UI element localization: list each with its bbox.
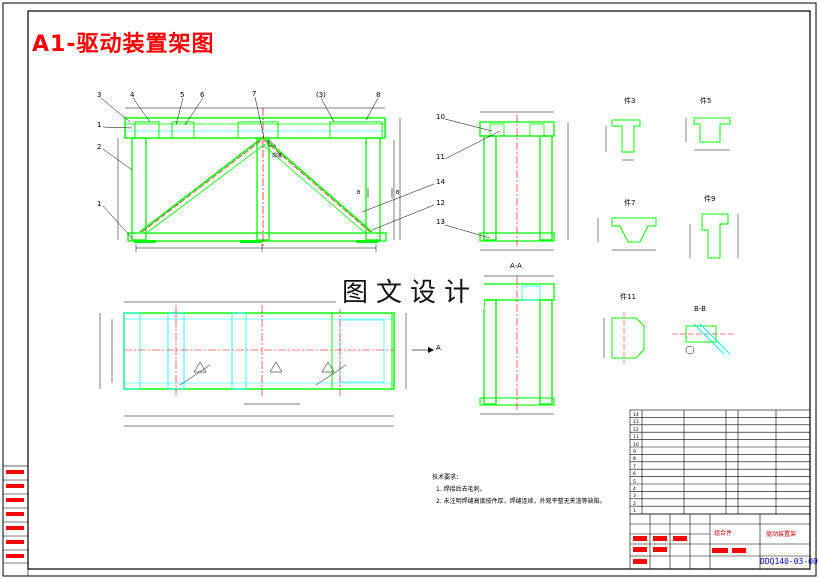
- part-label: 6: [200, 91, 205, 99]
- part-label: 5: [180, 91, 185, 99]
- part-label: (3): [316, 91, 326, 99]
- svg-text:14: 14: [633, 412, 639, 418]
- svg-text:10: 10: [633, 442, 639, 448]
- inner-border: [27, 10, 811, 570]
- notes-heading: 技术要求：: [432, 474, 463, 481]
- plan-view: [99, 301, 434, 427]
- drawing-name: 组合件: [714, 530, 733, 537]
- front-view: B B 焊接: [100, 96, 435, 252]
- part-label: 4: [130, 91, 135, 99]
- note-item: 1. 焊接后去毛刺。: [436, 486, 486, 493]
- svg-text:7: 7: [633, 464, 636, 470]
- svg-text:B: B: [396, 190, 400, 196]
- detail-views: [597, 117, 739, 364]
- svg-text:12: 12: [633, 427, 639, 433]
- part-label: 1: [97, 200, 102, 208]
- section-aa-view: [479, 275, 555, 415]
- part-label: 1: [97, 121, 102, 129]
- part-label: 3: [97, 91, 102, 99]
- drawing-title: A1-驱动装置架图: [32, 32, 215, 57]
- svg-text:6: 6: [633, 471, 636, 477]
- svg-text:4: 4: [633, 486, 636, 492]
- svg-text:B: B: [357, 190, 361, 196]
- part-label: 10: [436, 113, 445, 121]
- part-label: 14: [436, 178, 445, 186]
- svg-text:9: 9: [633, 449, 636, 455]
- view-arrow-label: A: [436, 344, 441, 352]
- part-label: 12: [436, 199, 445, 207]
- drawing-number: DDQ140-03-00: [760, 557, 818, 566]
- svg-text:13: 13: [633, 419, 639, 425]
- detail-label: 件7: [624, 199, 636, 207]
- detail-label: 件9: [704, 195, 716, 203]
- part-label: 7: [252, 90, 257, 98]
- svg-text:焊接: 焊接: [272, 152, 282, 159]
- section-bb-label: B-B: [694, 305, 706, 313]
- section-aa-label: A-A: [510, 262, 522, 270]
- detail-label: 件3: [624, 97, 636, 105]
- detail-label: 件5: [700, 97, 712, 105]
- parts-list: [629, 409, 811, 515]
- part-label: 8: [376, 91, 381, 99]
- svg-text:3: 3: [633, 493, 636, 499]
- detail-label: 件11: [620, 293, 636, 301]
- svg-text:8: 8: [633, 456, 636, 462]
- left-binding-strip: [2, 465, 29, 577]
- left-strip-labels: [6, 470, 24, 558]
- note-item: 2. 未注明焊缝高度按件厚，焊缝连续，外观平整无夹渣等缺陷。: [436, 498, 606, 505]
- svg-text:2: 2: [633, 501, 636, 507]
- title-block-fills: [633, 536, 746, 564]
- side-view: [444, 111, 569, 251]
- part-label: 2: [97, 143, 102, 151]
- title-block: [629, 513, 811, 570]
- watermark-text: 图文设计: [336, 272, 485, 309]
- part-name: 驱动装置架: [766, 531, 797, 538]
- svg-text:1: 1: [633, 508, 636, 514]
- part-label: 13: [436, 218, 445, 226]
- part-label: 11: [436, 153, 445, 161]
- svg-text:5: 5: [633, 479, 636, 485]
- svg-text:11: 11: [633, 434, 639, 440]
